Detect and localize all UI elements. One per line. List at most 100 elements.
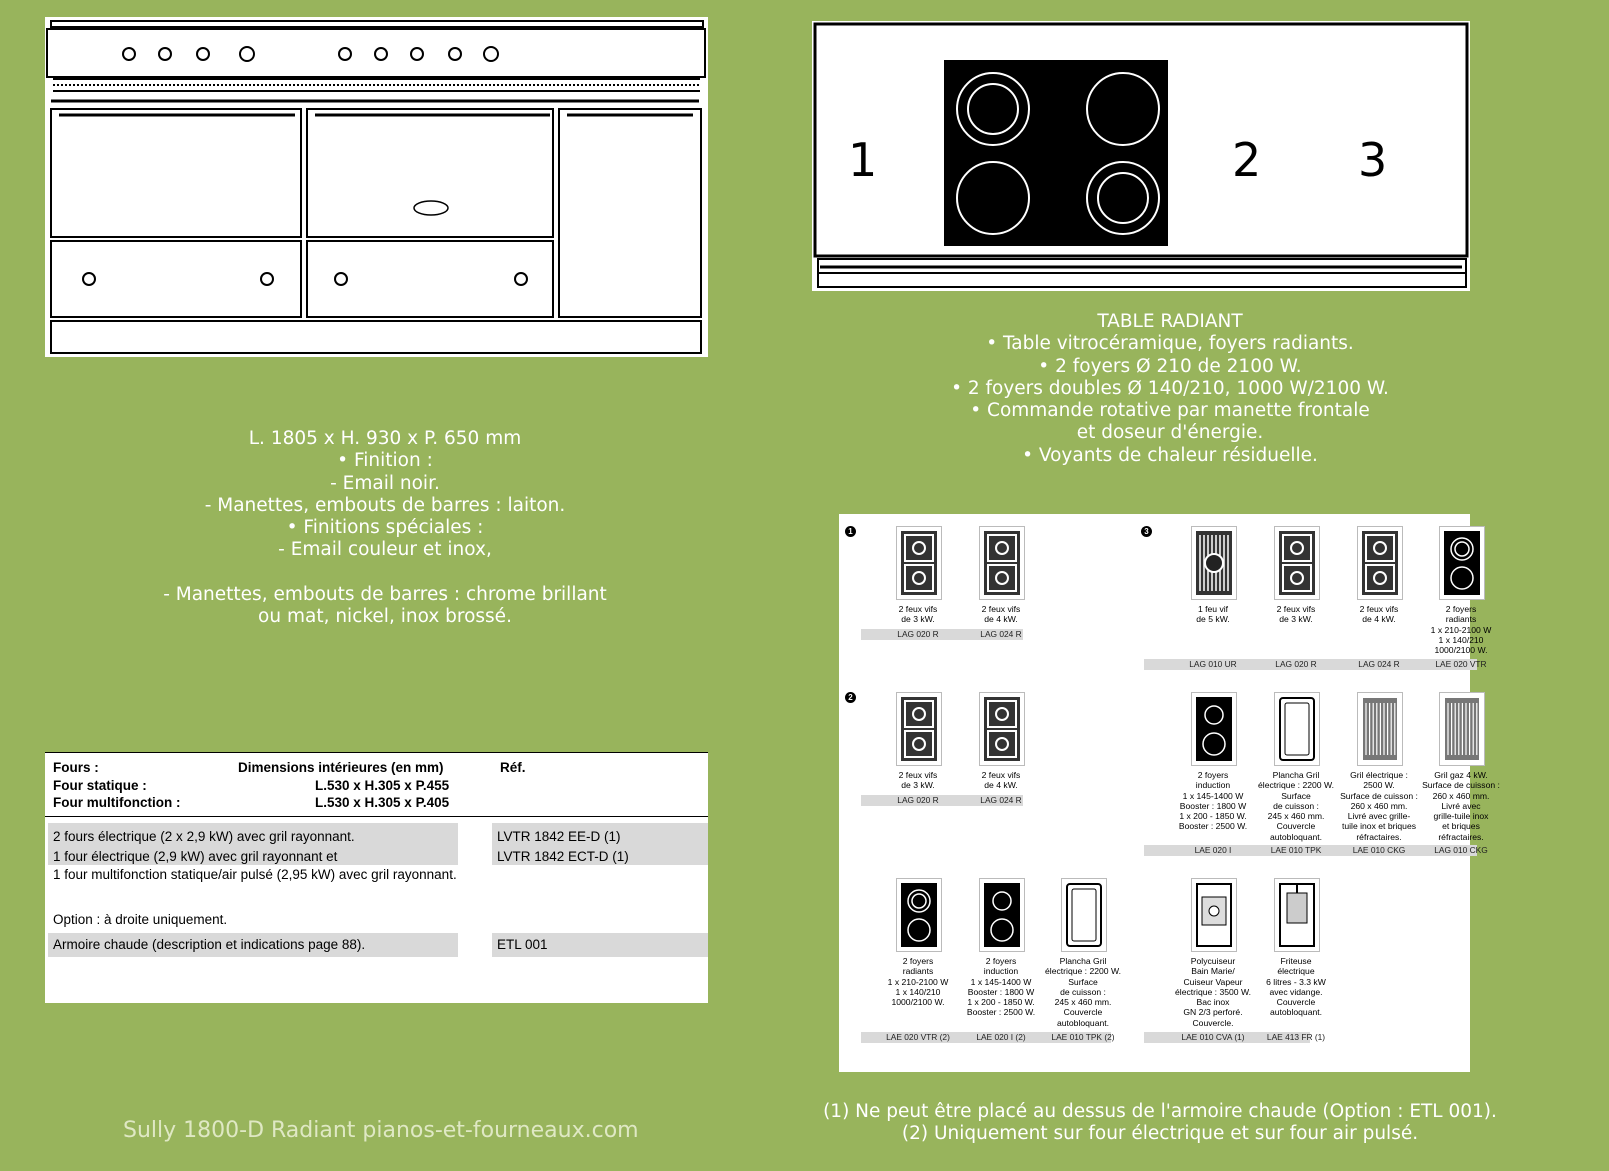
module-description: Polycuiseur Bain Marie/ Cuiseur Vapeur é… xyxy=(1175,956,1251,1028)
spec-line: • Finitions spéciales : xyxy=(286,517,484,539)
row-desc: 1 four électrique (2,9 kW) avec gril ray… xyxy=(53,849,338,864)
induction-hob-icon xyxy=(1191,692,1237,766)
cooktop-illustration xyxy=(813,22,1469,288)
gas-burners-icon xyxy=(979,526,1025,600)
module-ref: LAE 010 CVA (1) xyxy=(1181,1032,1245,1042)
dims-label: Dimensions intérieures (en mm) xyxy=(238,760,444,775)
multicooker-icon xyxy=(1191,878,1237,952)
module-description: 2 foyers induction 1 x 145-1400 W Booste… xyxy=(1178,770,1248,832)
modules-panel: 1 2 3 2 feux vifs de 3 kW. 2 feux vifs de… xyxy=(839,514,1500,1072)
oven-table: Fours : Dimensions intérieures (en mm) R… xyxy=(45,752,708,1003)
module-ref: LAE 010 TPK xyxy=(1270,845,1322,855)
module-ref: LAG 024 R xyxy=(980,795,1022,805)
cooktop-line: et doseur d'énergie. xyxy=(1076,422,1264,444)
module-description: Plancha Gril électrique : 2200 W. Surfac… xyxy=(1258,770,1334,842)
module-description: 2 feux vifs de 3 kW. xyxy=(898,604,938,625)
row-ref: LVTR 1842 EE-D (1) xyxy=(497,829,621,844)
grill-icon xyxy=(1439,692,1485,766)
ovens-label: Fours : xyxy=(53,760,99,775)
module-ref-bar xyxy=(861,629,1023,640)
gas-burners-icon xyxy=(1274,526,1320,600)
gas-burners-icon xyxy=(979,692,1025,766)
module-ref: LAG 020 R xyxy=(1275,659,1317,669)
module-ref-bar xyxy=(1144,659,1477,670)
module-ref-bar xyxy=(861,1032,1111,1043)
module-description: 2 feux vifs de 3 kW. xyxy=(1276,604,1316,625)
footer-text: Sully 1800-D Radiant pianos-et-fourneaux… xyxy=(123,1118,639,1143)
zone-number-3: 3 xyxy=(1358,133,1388,187)
module-ref: LAE 010 CKG xyxy=(1352,845,1406,855)
cooktop-line: TABLE RADIANT xyxy=(1097,311,1243,332)
table-row-ref: ETL 001 xyxy=(492,933,708,957)
range-front-drawing xyxy=(45,17,708,357)
module-description: 2 feux vifs de 3 kW. xyxy=(898,770,938,791)
module-description: Plancha Gril électrique : 2200 W. Surfac… xyxy=(1045,956,1121,1028)
module-description: 2 feux vifs de 4 kW. xyxy=(981,770,1021,791)
range-illustration xyxy=(46,20,706,354)
row-option: Option : à droite uniquement. xyxy=(53,912,228,927)
range-specs: L. 1805 x H. 930 x P. 650 mm • Finition … xyxy=(90,428,680,628)
module-description: 2 feux vifs de 4 kW. xyxy=(1359,604,1399,625)
module-description: 1 feu vif de 5 kW. xyxy=(1196,604,1230,625)
cooktop-line: • Voyants de chaleur résiduelle. xyxy=(1022,444,1318,466)
multi-oven-dims: L.530 x H.305 x P.405 xyxy=(315,795,450,810)
gas-burners-icon xyxy=(1357,526,1403,600)
module-ref-bar xyxy=(1144,845,1477,856)
footnote: (1) Ne peut être placé au dessus de l'ar… xyxy=(823,1101,1497,1122)
module-description: 2 foyers radiants 1 x 210-2100 W 1 x 140… xyxy=(887,956,949,1008)
cooktop-drawing: 1 2 3 xyxy=(812,21,1470,291)
spec-line: • Finition : xyxy=(337,450,433,472)
module-description: 2 foyers induction 1 x 145-1400 W Booste… xyxy=(966,956,1036,1018)
module-description: Gril gaz 4 kW. Surface de cuisson : 260 … xyxy=(1422,770,1500,842)
radiant-hob-icon xyxy=(896,878,942,952)
module-description: Friteuse électrique 6 litres - 3.3 kW av… xyxy=(1266,956,1326,1018)
module-ref: LAG 010 UR xyxy=(1189,659,1237,669)
static-oven-label: Four statique : xyxy=(53,778,147,793)
row-ref: ETL 001 xyxy=(497,937,548,952)
radiant-hob-icon xyxy=(1439,526,1485,600)
spec-line: - Email couleur et inox, xyxy=(278,539,492,561)
grill-icon xyxy=(1357,692,1403,766)
induction-hob-icon xyxy=(979,878,1025,952)
spec-line: - Email noir. xyxy=(330,472,440,494)
table-row: 2 fours électrique (2 x 2,9 kW) avec gri… xyxy=(48,823,458,865)
module-ref: LAE 413 FR (1) xyxy=(1266,1032,1326,1042)
marker-3: 3 xyxy=(1141,526,1152,537)
multi-oven-label: Four multifonction : xyxy=(53,795,181,810)
footnotes: (1) Ne peut être placé au dessus de l'ar… xyxy=(820,1101,1500,1146)
module-ref-bar xyxy=(861,795,1023,806)
footnote: (2) Uniquement sur four électrique et su… xyxy=(901,1123,1419,1145)
marker-2: 2 xyxy=(845,692,856,703)
wok-burner-icon xyxy=(1191,526,1237,600)
module-ref: LAG 020 R xyxy=(897,629,939,639)
cooktop-line: • 2 foyers Ø 210 de 2100 W. xyxy=(1038,355,1302,377)
module-description: 2 foyers radiants 1 x 210-2100 W 1 x 140… xyxy=(1430,604,1492,656)
plancha-icon xyxy=(1061,878,1107,952)
gas-burners-icon xyxy=(896,526,942,600)
table-row-ref: LVTR 1842 EE-D (1) xyxy=(492,823,708,865)
module-ref: LAE 020 VTR xyxy=(1435,659,1487,669)
module-ref: LAE 020 VTR (2) xyxy=(886,1032,950,1042)
module-description: Gril électrique : 2500 W. Surface de cui… xyxy=(1340,770,1418,842)
row-desc-2: 1 four multifonction statique/air pulsé … xyxy=(53,867,457,882)
cooktop-line: • Table vitrocéramique, foyers radiants. xyxy=(986,333,1354,355)
gas-burners-icon xyxy=(896,692,942,766)
module-ref: LAE 020 I (2) xyxy=(976,1032,1026,1042)
spec-line xyxy=(90,562,680,584)
ref-label: Réf. xyxy=(500,760,526,775)
cooktop-line: • Commande rotative par manette frontale xyxy=(970,400,1370,422)
table-row: Armoire chaude (description et indicatio… xyxy=(48,933,458,957)
cooktop-description: TABLE RADIANT • Table vitrocéramique, fo… xyxy=(880,311,1460,467)
zone-number-1: 1 xyxy=(848,133,878,187)
spec-line: - Manettes, embouts de barres : laiton. xyxy=(204,494,566,516)
spec-line: L. 1805 x H. 930 x P. 650 mm xyxy=(248,428,522,449)
fryer-icon xyxy=(1274,878,1320,952)
module-description: 2 feux vifs de 4 kW. xyxy=(981,604,1021,625)
module-ref: LAG 010 CKG xyxy=(1434,845,1488,855)
marker-1: 1 xyxy=(845,526,856,537)
row-desc: 2 fours électrique (2 x 2,9 kW) avec gri… xyxy=(53,829,355,844)
spec-line: ou mat, nickel, inox brossé. xyxy=(258,606,512,628)
row-desc: Armoire chaude (description et indicatio… xyxy=(53,937,366,952)
row-ref: LVTR 1842 ECT-D (1) xyxy=(497,849,629,864)
